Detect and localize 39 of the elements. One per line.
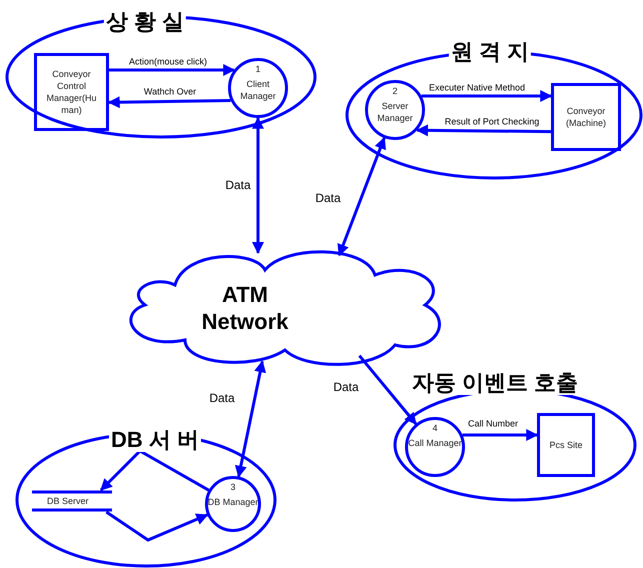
process-circle — [405, 417, 465, 477]
edge-label: Data — [315, 191, 341, 205]
edge-label: Result of Port Checking — [444, 116, 540, 128]
arrow — [358, 354, 418, 425]
arrow — [252, 116, 264, 254]
edge-label: Data — [209, 391, 235, 405]
area-title: 원 격 지 — [448, 40, 532, 64]
process-name: Server Manager — [376, 100, 414, 124]
arrow — [109, 64, 236, 76]
process-name: Call Manager — [408, 437, 462, 449]
arrow — [416, 124, 552, 136]
arrow — [234, 360, 266, 478]
area-title: 상 황 실 — [104, 10, 186, 34]
process-number: 1 — [255, 63, 260, 75]
process-circle — [228, 58, 288, 118]
process-number: 2 — [392, 85, 398, 97]
edge-label: Action(mouse click) — [128, 56, 208, 68]
arrow — [106, 510, 208, 542]
entity-box: Pcs Site — [537, 413, 595, 477]
edge-label: Call Number — [467, 418, 519, 430]
arrow — [462, 429, 538, 441]
edge-label: Data — [333, 380, 359, 394]
data-store-label: DB Server — [47, 495, 89, 507]
entity-box: Conveyor Control Manager(Hu man) — [34, 53, 109, 131]
area-title: DB 서 버 — [109, 428, 201, 452]
process-number: 4 — [432, 422, 438, 434]
process-circle — [205, 476, 261, 532]
process-number: 3 — [230, 481, 236, 493]
process-name: DB Manager — [206, 496, 260, 508]
process-circle — [365, 80, 425, 140]
arrow — [108, 96, 231, 108]
entity-box: Conveyor (Machine) — [551, 83, 621, 151]
edge-label: Data — [225, 178, 251, 192]
cloud-label: ATM Network — [200, 281, 290, 335]
edge-label: Wathch Over — [142, 86, 198, 98]
process-name: Client Manager — [239, 78, 277, 102]
arrow — [422, 90, 552, 102]
arrow — [337, 136, 386, 256]
edge-label: Executer Native Method — [428, 82, 526, 94]
